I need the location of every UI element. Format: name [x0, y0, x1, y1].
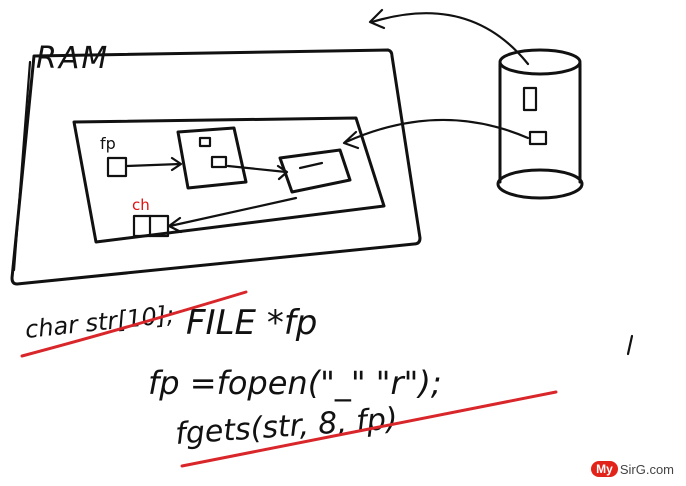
ch-label: ch [132, 196, 150, 214]
disk-to-ram-arrow [368, 8, 530, 66]
file-to-buffer-arrow [226, 164, 289, 181]
underline-fgets [180, 390, 558, 468]
buffer-mark [298, 161, 324, 170]
watermark-text: SirG.com [619, 461, 674, 477]
inner-memory-box [72, 116, 386, 244]
ram-label: RAM [36, 41, 109, 76]
fp-label: fp [100, 134, 116, 153]
ram-box [10, 48, 422, 286]
fp-arrow [124, 156, 183, 172]
underline-char-decl [20, 290, 248, 358]
code-char-decl: char str[10]; [24, 300, 176, 343]
code-file-decl: FILE *fp [186, 303, 317, 343]
watermark-badge: My [591, 461, 618, 477]
disk-bottom [496, 168, 584, 200]
fp-pointer-box [106, 156, 128, 178]
file-slot-bottom [210, 155, 228, 169]
fopen-trailing-mark [626, 334, 634, 356]
ram-box-left-edge [12, 60, 32, 272]
buffer-to-ch-arrow [167, 196, 298, 234]
disk-record-bottom [528, 130, 548, 146]
file-slot-top [198, 136, 212, 148]
file-structure-box [176, 126, 248, 190]
disk-top [498, 48, 582, 76]
buffer-box [278, 148, 352, 194]
watermark-logo: My SirG.com [591, 460, 674, 478]
disk-body [498, 62, 582, 184]
disk-record-top [522, 86, 538, 112]
code-fopen: fp =fopen("_" "r"); [148, 364, 442, 402]
disk-to-buffer-arrow [342, 118, 530, 150]
